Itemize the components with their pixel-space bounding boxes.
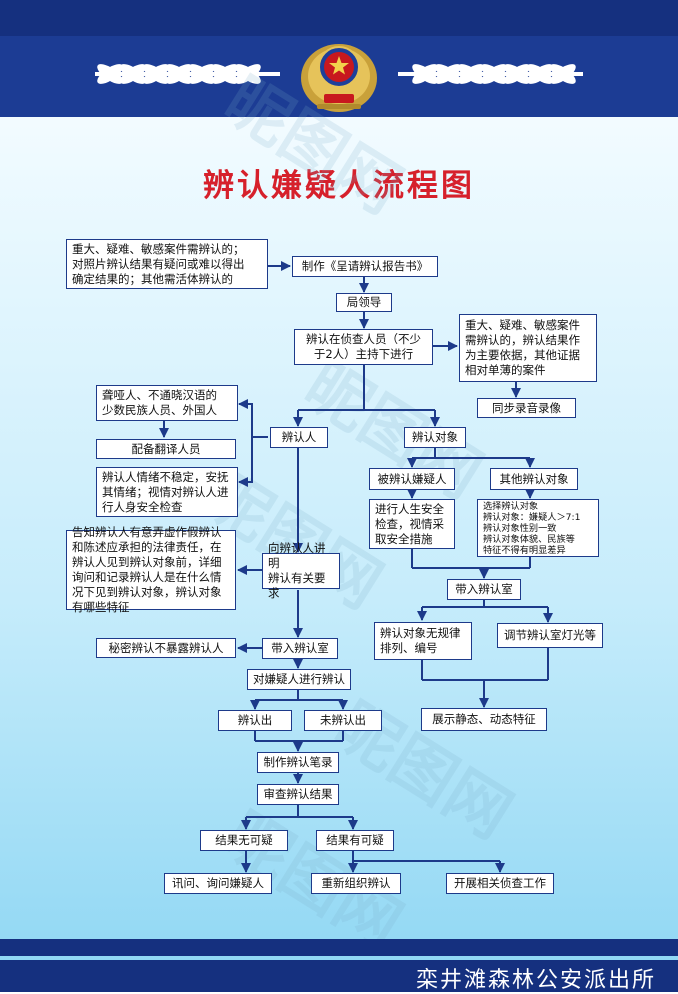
- perform-box: 对嫌疑人进行辨认: [247, 669, 351, 690]
- notes-box: 制作辨认笔录: [257, 752, 339, 773]
- identifier-box: 辨认人: [270, 427, 328, 448]
- light-box: 调节辨认室灯光等: [497, 623, 603, 648]
- suspect-box: 被辨认嫌疑人: [369, 468, 455, 490]
- deaf-foreign-box: 聋哑人、不通晓汉语的 少数民族人员、外国人: [96, 385, 238, 421]
- doubt-box: 结果有可疑: [316, 830, 394, 851]
- not-recognized-box: 未辨认出: [304, 710, 382, 731]
- leader-box: 局领导: [336, 293, 392, 312]
- major-case-box: 重大、疑难、敏感案件 需辨认的，辨认结果作 为主要依据，其他证据 相对单薄的案件: [459, 314, 597, 382]
- translator-box: 配备翻译人员: [96, 439, 236, 459]
- select-target-box: 选择辨认对象 辨认对象：嫌疑人＞7:1 辨认对象性别一致 辨认对象体貌、民族等 …: [477, 499, 599, 557]
- record-box: 同步录音录像: [477, 398, 576, 418]
- explain-box: 向辨认人讲明 辨认有关要求: [262, 541, 340, 600]
- footer-text: 栾井滩森林公安派出所: [415, 968, 656, 993]
- other-target-box: 其他辨认对象: [490, 468, 578, 490]
- report-box: 制作《呈请辨认报告书》: [292, 256, 438, 277]
- show-features-box: 展示静态、动态特征: [421, 708, 547, 731]
- investigate-box: 开展相关侦查工作: [446, 873, 554, 894]
- arrange-box: 辨认对象无规律 排列、编号: [374, 622, 472, 660]
- room-left-box: 带入辨认室: [262, 638, 338, 659]
- footer-band-top: [0, 939, 678, 956]
- recognized-box: 辨认出: [218, 710, 292, 731]
- review-box: 审查辨认结果: [257, 784, 339, 805]
- reorganize-box: 重新组织辨认: [311, 873, 401, 894]
- room-right-box: 带入辨认室: [447, 579, 521, 600]
- right-wheat-decoration: [398, 64, 583, 84]
- inform-box: 告知辨认人有意弄虚作假辨认 和陈述应承担的法律责任，在 辨认人见到辨认对象前，详…: [66, 525, 236, 614]
- interrogate-box: 讯问、询问嫌疑人: [164, 873, 272, 894]
- target-box: 辨认对象: [404, 427, 466, 448]
- police-emblem: [301, 44, 377, 112]
- safety-check-box: 进行人生安全 检查，视情采 取安全措施: [369, 499, 455, 549]
- footer-band: [0, 960, 678, 992]
- emotion-box: 辨认人情绪不稳定，安抚 其情绪；视情对辨认人进 行人身安全检查: [96, 467, 238, 517]
- condition-box: 重大、疑难、敏感案件需辨认的； 对照片辨认结果有疑问或难以得出 确定结果的；其他…: [66, 239, 268, 289]
- conduct-box: 辨认在侦查人员（不少 于2人）主持下进行: [294, 329, 433, 365]
- secret-box: 秘密辨认不暴露辨认人: [96, 638, 236, 658]
- no-doubt-box: 结果无可疑: [200, 830, 288, 851]
- left-wheat-decoration: [95, 64, 280, 84]
- page-title: 辨认嫌疑人流程图: [203, 168, 475, 204]
